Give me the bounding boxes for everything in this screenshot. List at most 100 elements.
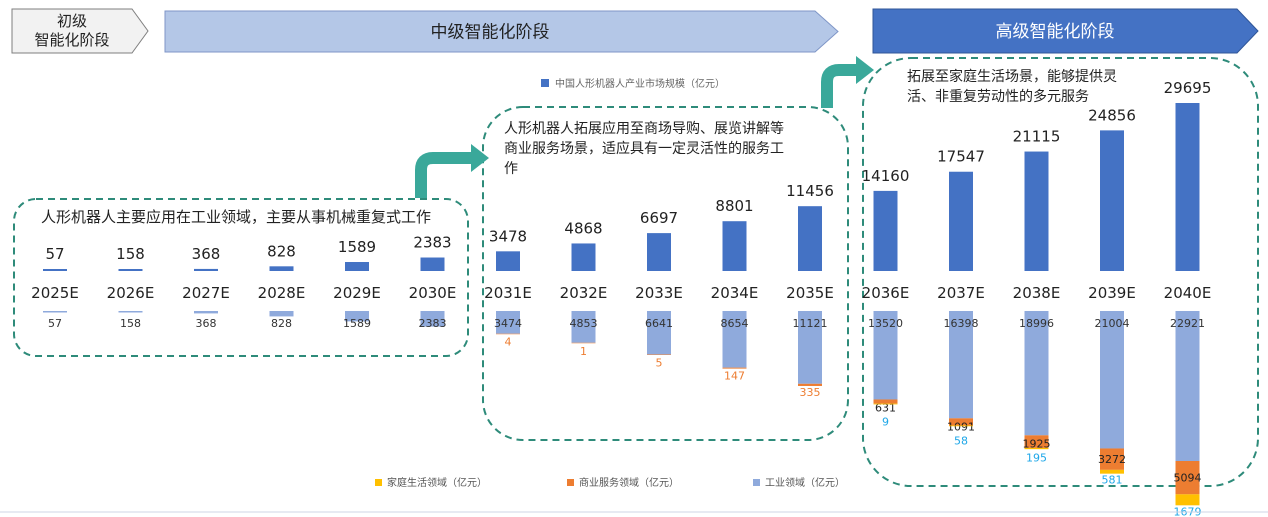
industrial-bar bbox=[43, 311, 67, 313]
total-value-label: 24856 bbox=[1088, 106, 1136, 124]
category-label: 2036E bbox=[862, 284, 910, 302]
total-value-label: 368 bbox=[192, 245, 221, 263]
category-label: 2031E bbox=[484, 284, 532, 302]
industrial-value-label: 158 bbox=[120, 317, 141, 330]
household-value-label: 58 bbox=[954, 434, 968, 447]
commercial-bar bbox=[1100, 448, 1124, 470]
commercial-value-label: 5 bbox=[656, 356, 663, 369]
legend-swatch bbox=[375, 479, 382, 486]
category-label: 2032E bbox=[560, 284, 608, 302]
arrow-head bbox=[471, 144, 489, 172]
total-bar bbox=[269, 266, 294, 271]
commercial-value-label: 335 bbox=[800, 386, 821, 399]
stage-banner-shape bbox=[872, 8, 1259, 54]
legend-label: 工业领域（亿元） bbox=[765, 476, 845, 489]
stage-banner-2: 中级智能化阶段 bbox=[164, 10, 839, 53]
callout-text-3: 活、非重复劳动性的多元服务 bbox=[907, 88, 1089, 105]
stage-label: 智能化阶段 bbox=[34, 31, 109, 49]
arrow-shaft bbox=[821, 64, 856, 108]
commercial-bar bbox=[949, 418, 973, 426]
household-bar bbox=[1024, 447, 1049, 450]
industrial-value-label: 11121 bbox=[793, 317, 828, 330]
industrial-value-label: 13520 bbox=[868, 317, 903, 330]
total-bar bbox=[798, 206, 822, 271]
total-bar bbox=[345, 262, 369, 271]
commercial-bar bbox=[496, 333, 520, 335]
commercial-value-label: 1 bbox=[580, 345, 587, 358]
category-label: 2028E bbox=[258, 284, 306, 302]
transition-arrow-2 bbox=[821, 56, 874, 108]
total-value-label: 11456 bbox=[786, 182, 834, 200]
total-value-label: 17547 bbox=[937, 148, 985, 166]
industrial-value-label: 2383 bbox=[419, 317, 447, 330]
category-label: 2038E bbox=[1013, 284, 1061, 302]
total-bar bbox=[420, 257, 445, 271]
callout-text-2: 作 bbox=[504, 161, 518, 177]
industrial-bar bbox=[420, 311, 445, 327]
household-value-label: 581 bbox=[1102, 474, 1123, 487]
industrial-bar bbox=[269, 311, 294, 317]
commercial-bar bbox=[873, 399, 898, 404]
category-label: 2030E bbox=[409, 284, 457, 302]
category-label: 2027E bbox=[182, 284, 230, 302]
total-bar bbox=[194, 268, 218, 271]
total-bar bbox=[43, 269, 67, 271]
total-value-label: 21115 bbox=[1013, 128, 1061, 146]
total-value-label: 57 bbox=[45, 245, 64, 263]
category-label: 2035E bbox=[786, 284, 834, 302]
total-bar bbox=[496, 251, 520, 271]
stage-box-3 bbox=[862, 57, 1259, 487]
commercial-value-label: 4 bbox=[505, 336, 512, 349]
industrial-value-label: 1589 bbox=[343, 317, 371, 330]
commercial-value-label: 147 bbox=[724, 370, 745, 383]
household-value-label: 1679 bbox=[1174, 505, 1202, 517]
category-label: 2039E bbox=[1088, 284, 1136, 302]
category-label: 2029E bbox=[333, 284, 381, 302]
total-value-label: 158 bbox=[116, 245, 145, 263]
total-value-label: 6697 bbox=[640, 209, 678, 227]
industrial-bar bbox=[571, 311, 596, 343]
industrial-value-label: 8654 bbox=[721, 317, 749, 330]
total-value-label: 2383 bbox=[413, 234, 451, 252]
commercial-value-label: 1925 bbox=[1023, 437, 1051, 450]
industrial-bar bbox=[496, 311, 520, 334]
total-bar bbox=[1100, 130, 1124, 271]
industrial-bar bbox=[194, 311, 218, 314]
industrial-bar bbox=[873, 311, 898, 400]
legend-swatch-total bbox=[541, 79, 549, 87]
legend-label: 家庭生活领域（亿元） bbox=[387, 476, 487, 489]
commercial-bar bbox=[571, 342, 596, 344]
industrial-value-label: 16398 bbox=[944, 317, 979, 330]
industrial-bar bbox=[1024, 311, 1049, 436]
total-value-label: 828 bbox=[267, 242, 296, 260]
total-bar bbox=[1175, 103, 1200, 271]
stage-label: 高级智能化阶段 bbox=[996, 22, 1115, 42]
industrial-bar bbox=[1100, 311, 1124, 449]
category-label: 2026E bbox=[107, 284, 155, 302]
total-bar bbox=[722, 221, 747, 271]
total-value-label: 3478 bbox=[489, 227, 527, 245]
industrial-value-label: 6641 bbox=[645, 317, 673, 330]
total-bar bbox=[949, 171, 973, 271]
transition-arrow-1 bbox=[415, 144, 489, 198]
total-value-label: 14160 bbox=[862, 167, 910, 185]
callout-text-2: 人形机器人拓展应用至商场导购、展览讲解等 bbox=[504, 120, 784, 137]
household-value-label: 195 bbox=[1026, 451, 1047, 464]
household-bar bbox=[1175, 494, 1200, 506]
arrow-head bbox=[856, 56, 874, 84]
stage-banner-3: 高级智能化阶段 bbox=[872, 8, 1259, 54]
industrial-value-label: 828 bbox=[271, 317, 292, 330]
total-bar bbox=[873, 190, 898, 271]
industrial-bar bbox=[949, 311, 973, 419]
industrial-bar bbox=[345, 311, 369, 322]
commercial-bar bbox=[798, 383, 822, 386]
category-label: 2037E bbox=[937, 284, 985, 302]
commercial-value-label: 5094 bbox=[1174, 472, 1202, 485]
industrial-bar bbox=[118, 311, 143, 313]
household-bar bbox=[873, 403, 898, 405]
commercial-bar bbox=[722, 367, 747, 369]
stage-label: 中级智能化阶段 bbox=[431, 23, 550, 43]
legend-label-total: 中国人形机器人产业市场规模（亿元） bbox=[555, 77, 725, 90]
